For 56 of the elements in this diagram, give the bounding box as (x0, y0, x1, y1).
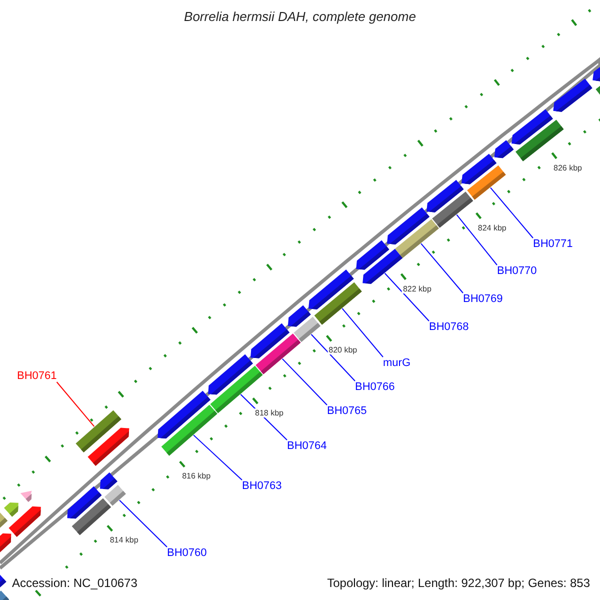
gene-feature (250, 323, 290, 358)
scale-label: 820 kbp (328, 346, 358, 355)
gene-feature (512, 109, 553, 144)
scale-label: 814 kbp (108, 535, 140, 544)
gene-feature (0, 512, 8, 528)
gene-feature (20, 490, 32, 502)
gene-feature (67, 486, 102, 519)
leader-line (282, 358, 328, 406)
gene-label: BH0763 (242, 480, 282, 492)
leader-line (490, 187, 534, 238)
gene-feature (0, 533, 12, 552)
gene-label: BH0761 (17, 370, 57, 382)
leader-line (310, 334, 356, 382)
map-title: Borrelia hermsii DAH, complete genome (184, 9, 416, 24)
gene-label: BH0765 (327, 405, 367, 417)
genome-info: Topology: linear; Length: 922,307 bp; Genes: 853 (327, 576, 590, 590)
gene-feature (104, 484, 126, 506)
gene-label: BH0769 (463, 293, 503, 305)
gene-feature (356, 240, 390, 270)
scale-label: 826 kbp (552, 163, 583, 172)
gene-feature (100, 472, 118, 490)
gene-feature (596, 86, 600, 95)
gene-feature (467, 165, 506, 200)
gene-label: murG (383, 357, 410, 369)
gene-feature (288, 305, 311, 327)
scale-label: 822 kbp (402, 284, 432, 294)
gene-label: BH0768 (429, 321, 469, 333)
leader-line (56, 382, 95, 427)
leader-line (342, 308, 384, 358)
gene-label: BH0771 (533, 238, 573, 250)
gene-feature (208, 354, 253, 395)
leader-line (119, 500, 168, 548)
genome-info: Accession: NC_010673 (12, 576, 138, 590)
gene-feature (432, 192, 474, 228)
gene-feature (395, 219, 439, 258)
gene-label: BH0766 (355, 381, 395, 393)
gene-feature (553, 78, 592, 112)
gene-feature (158, 390, 210, 438)
gene-feature (88, 428, 130, 466)
scale-label: 824 kbp (476, 223, 508, 232)
leader-line (456, 214, 498, 266)
scale-label: 818 kbp (254, 408, 284, 418)
gene-feature (8, 506, 41, 537)
leader-line (193, 434, 242, 480)
gene-feature (592, 67, 600, 82)
leader-line (384, 272, 430, 322)
leader-line (420, 243, 464, 294)
gene-label: BH0770 (497, 265, 537, 277)
gene-feature (0, 590, 10, 600)
gene-feature (4, 502, 18, 517)
scale-label: 816 kbp (181, 471, 212, 480)
gene-feature (308, 270, 354, 310)
gene-label: BH0764 (287, 440, 327, 452)
gene-label: BH0760 (167, 547, 207, 559)
gene-feature (494, 140, 514, 158)
gene-feature (0, 574, 6, 588)
